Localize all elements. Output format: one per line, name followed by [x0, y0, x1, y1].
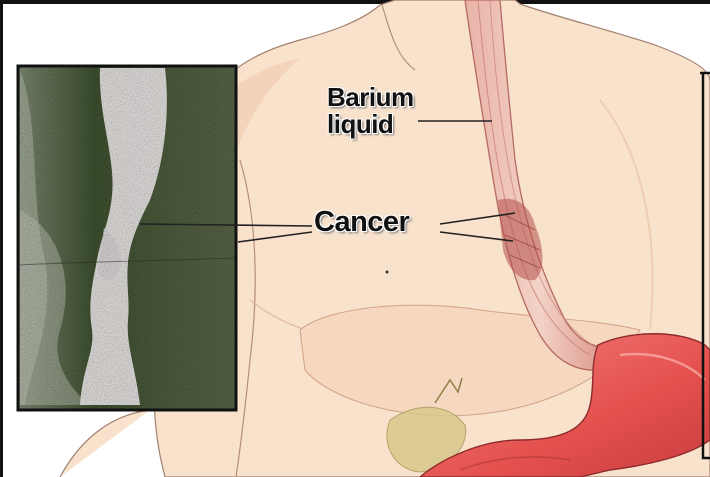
xray-inset [18, 66, 236, 410]
barium-liquid-label: Barium liquid [327, 84, 414, 137]
top-border [0, 0, 710, 4]
barium-label-line2: liquid [327, 111, 414, 138]
speck [386, 271, 389, 274]
left-border [0, 0, 3, 477]
cancer-label: Cancer [314, 208, 409, 238]
barium-label-line1: Barium [327, 84, 414, 111]
